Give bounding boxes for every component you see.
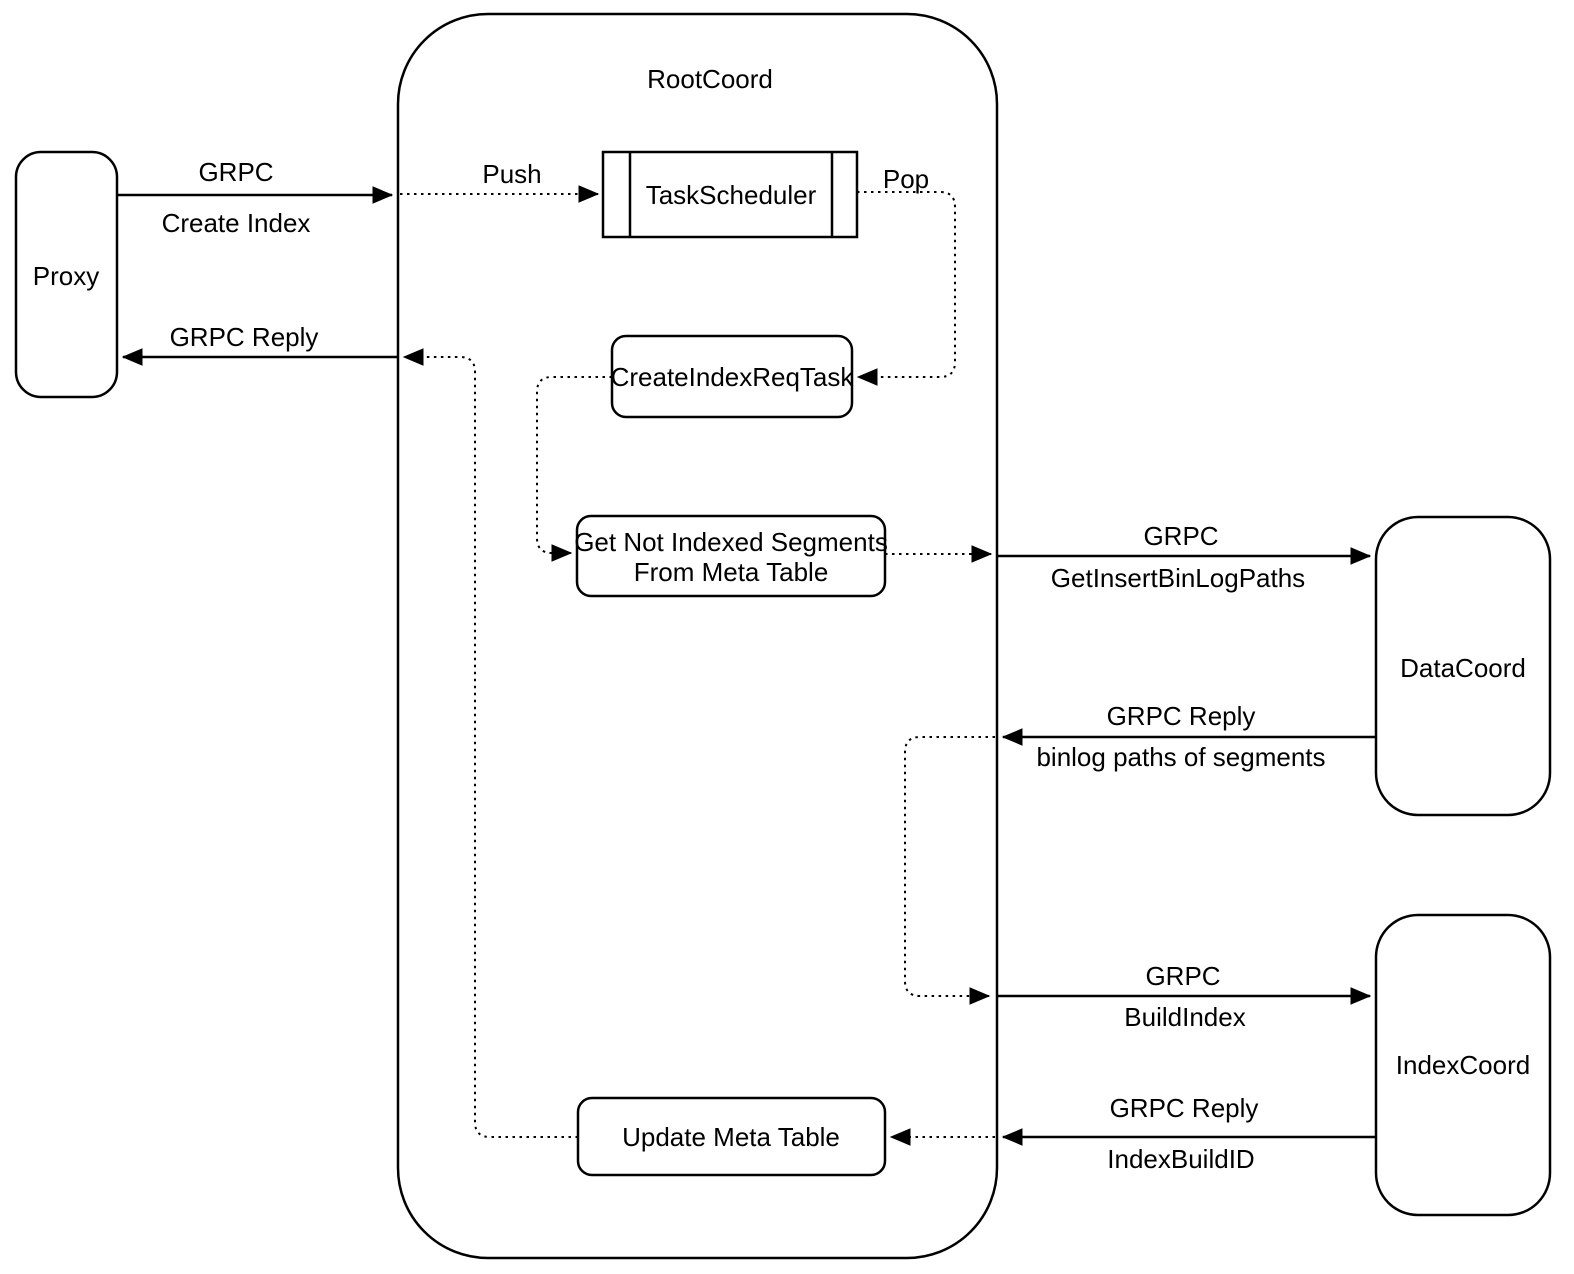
edge-grpc-reply-indexbuildid-label: GRPC Reply [1110,1093,1259,1123]
edge-grpc-buildindex-label: GRPC [1145,961,1220,991]
edge-grpc-reply-to-proxy-label: GRPC Reply [170,322,319,352]
datacoord-node [1374,515,1552,817]
edge-grpc-getinsertbinlogpaths-sublabel: GetInsertBinLogPaths [1051,563,1305,593]
edge-pop [856,191,956,386]
update-meta-table-label: Update Meta Table [622,1122,840,1152]
rootcoord-container [396,12,999,1260]
edge-grpc-create-index-label: GRPC [198,157,273,187]
edge-grpc-buildindex-sublabel: BuildIndex [1124,1002,1245,1032]
task-scheduler-node [601,150,859,239]
datacoord-label: DataCoord [1400,653,1526,683]
task-scheduler-label: TaskScheduler [646,180,817,210]
get-not-indexed-segments-node [575,514,887,598]
proxy-node [14,150,119,399]
edge-grpc-reply-indexbuildid-sublabel: IndexBuildID [1107,1144,1254,1174]
edge-grpc-create-index-sublabel: Create Index [162,208,311,238]
get-not-indexed-segments-label-line1: Get Not Indexed Segments [574,527,888,557]
rootcoord-label: RootCoord [647,64,773,94]
edge-push-label: Push [482,159,541,189]
indexcoord-label: IndexCoord [1396,1050,1530,1080]
edge-grpc-reply-binlog-sublabel: binlog paths of segments [1036,742,1325,772]
get-not-indexed-segments-label-line2: From Meta Table [634,557,829,587]
edge-pop-label: Pop [883,164,929,194]
create-index-req-task-label: CreateIndexReqTask [611,362,855,392]
edge-grpc-reply-binlog-label: GRPC Reply [1107,701,1256,731]
indexcoord-node [1374,913,1552,1217]
edge-grpc-getinsertbinlogpaths-label: GRPC [1143,521,1218,551]
proxy-label: Proxy [33,261,99,291]
